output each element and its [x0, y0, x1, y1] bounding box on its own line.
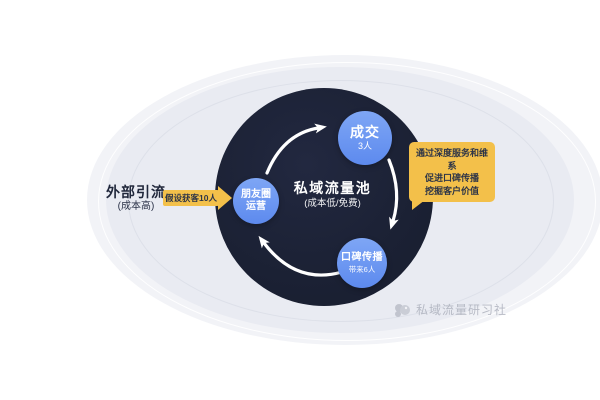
- node-wom-count: 带来6人: [348, 264, 376, 274]
- watermark: 私域流量研习社: [394, 301, 507, 318]
- callout-line-2: 促进口碑传播: [424, 173, 479, 183]
- halo-ring-line-inner: [128, 80, 554, 322]
- watermark-logo-icon: [395, 303, 410, 317]
- pool-label: 私域流量池 (成本低/免费): [285, 180, 380, 210]
- pool-subtitle: (成本低/免费): [304, 198, 361, 209]
- external-traffic-label: 外部引流 (成本高): [99, 184, 173, 213]
- node-deal-count: 3人: [357, 141, 372, 151]
- callout-line-3: 挖掘客户价值: [424, 185, 479, 196]
- value-callout-bubble: 通过深度服务和维系 促进口碑传播 挖掘客户价值: [409, 142, 495, 210]
- watermark-text: 私域流量研习社: [416, 303, 508, 317]
- external-traffic-subtitle: (成本高): [117, 201, 155, 212]
- node-wom-title: 口碑传播: [341, 251, 383, 263]
- acquisition-arrow-head: [218, 186, 232, 210]
- halo-ring-line: [98, 62, 596, 341]
- callout-tail: [412, 200, 425, 210]
- acquisition-arrow-label: 假设获客10人: [163, 190, 219, 206]
- pool-title: 私域流量池: [293, 180, 372, 196]
- node-moments-operation: 朋友圈 运营: [233, 178, 279, 224]
- node-deal: 成交 3人: [338, 111, 392, 165]
- node-deal-title: 成交: [350, 124, 380, 140]
- acquisition-arrow: 假设获客10人: [163, 186, 233, 210]
- node-moments-label-line2: 运营: [246, 201, 266, 212]
- node-moments-label-line1: 朋友圈: [241, 189, 271, 200]
- external-traffic-title: 外部引流: [106, 184, 166, 200]
- callout-line-1: 通过深度服务和维系: [415, 148, 488, 171]
- node-word-of-mouth: 口碑传播 带来6人: [337, 238, 387, 288]
